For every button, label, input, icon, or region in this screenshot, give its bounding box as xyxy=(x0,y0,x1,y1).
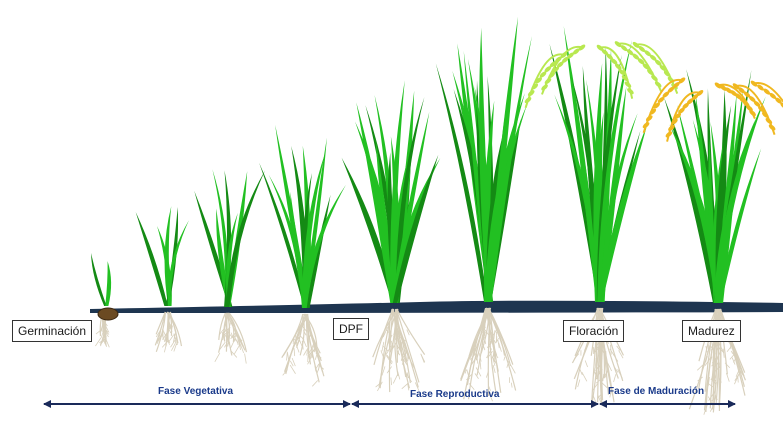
rice-plant xyxy=(194,169,265,363)
stage-label-floracion: Floración xyxy=(563,320,624,342)
rice-plant xyxy=(642,69,783,415)
phase-label-reproductiva: Fase Reproductiva xyxy=(410,389,499,400)
phase-label-vegetativa: Fase Vegetativa xyxy=(158,386,233,397)
rice-plant xyxy=(259,125,346,386)
phase-label-maduracion: Fase de Maduración xyxy=(608,386,704,397)
soil-surface xyxy=(90,301,783,313)
seed-icon xyxy=(98,308,118,320)
rice-plant xyxy=(136,206,189,352)
rice-plant xyxy=(91,253,111,347)
stage-label-madurez: Madurez xyxy=(682,320,741,342)
stage-label-dpf: DPF xyxy=(333,318,369,340)
rice-plant xyxy=(342,80,441,392)
stage-label-germinacion: Germinación xyxy=(12,320,92,342)
rice-plant xyxy=(436,17,532,402)
rice-plant xyxy=(524,26,679,405)
